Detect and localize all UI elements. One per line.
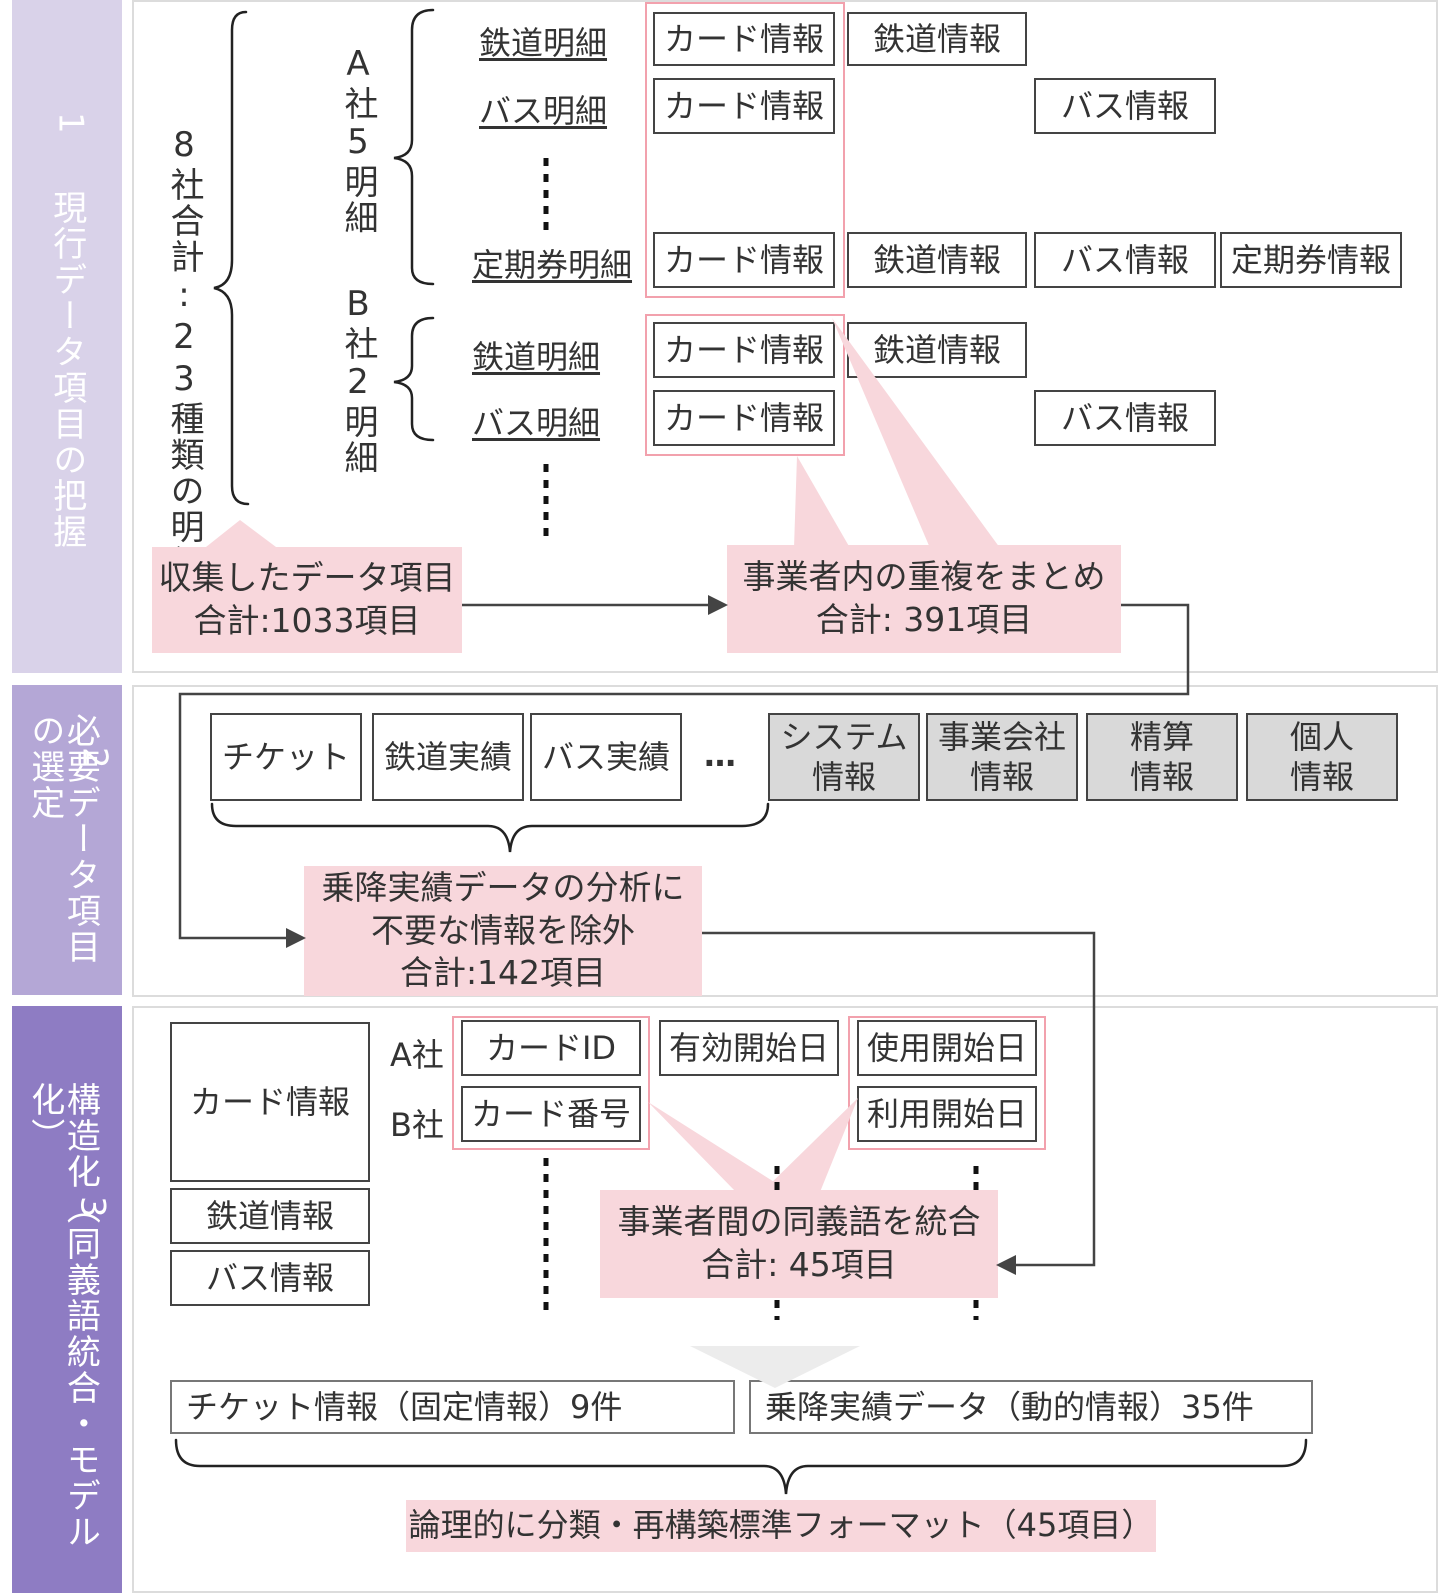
company-b-label-s3: B社 <box>390 1106 444 1144</box>
box-ticket: チケット <box>210 713 362 801</box>
box-card-id: カードID <box>461 1020 641 1076</box>
ticket-info-bar: チケット情報（固定情報）9件 <box>170 1380 735 1434</box>
box-system-info: システム 情報 <box>768 713 920 801</box>
box-card-info: カード情報 <box>653 78 835 134</box>
brace-company-a <box>393 8 435 286</box>
box-company-info: 事業会社 情報 <box>926 713 1078 801</box>
box-card-number: カード番号 <box>461 1086 641 1142</box>
highlight-frame-date <box>848 1016 1046 1150</box>
section-3-title: 構造化（同義語統合・モデル化） <box>24 1082 101 1550</box>
arrow-merged-to-excluded <box>178 603 1190 940</box>
box-bus-record: バス実績 <box>530 713 682 801</box>
ellipsis: … <box>704 736 736 774</box>
section-3-bar: 3 構造化（同義語統合・モデル化） <box>12 1006 122 1593</box>
section-2-number: 2 <box>74 747 115 771</box>
statement-label-a-rail: 鉄道明細 <box>479 24 608 62</box>
box-card-info: カード情報 <box>653 232 835 288</box>
brace-total <box>213 10 250 506</box>
statement-label-b-rail: 鉄道明細 <box>472 338 601 376</box>
arrow-excluded-to-synonym <box>702 931 1096 1267</box>
collected-items-callout: 収集したデータ項目 合計:1033項目 <box>152 547 462 653</box>
box-rail-record: 鉄道実績 <box>372 713 524 801</box>
pointer-synonym-a <box>648 1102 790 1192</box>
section-3-number: 3 <box>72 1196 113 1220</box>
box-rail-info: 鉄道情報 <box>847 232 1027 288</box>
section-1-number: 1 <box>50 112 91 136</box>
section-2-bar: 必要データ項目の選定 2 <box>12 685 122 995</box>
box-card-info: カード情報 <box>653 12 835 66</box>
box-card-info: カード情報 <box>653 322 835 378</box>
arrowhead-3 <box>996 1255 1016 1275</box>
statement-label-a-bus: バス明細 <box>479 92 608 130</box>
box-pass-info: 定期券情報 <box>1220 232 1402 288</box>
box-bus-info: バス情報 <box>1034 78 1216 134</box>
box-personal-info: 個人 情報 <box>1246 713 1398 801</box>
down-arrow-icon <box>690 1346 860 1388</box>
section-1-bar: 1 現行データ項目の把握 <box>12 0 122 673</box>
pointer-merged-b <box>832 318 1000 548</box>
box-settlement-info: 精算 情報 <box>1086 713 1238 801</box>
section-1-title: 現行データ項目の把握 <box>46 190 87 550</box>
brace-company-b <box>393 316 435 442</box>
arrowhead-2 <box>286 928 306 948</box>
box-valid-start: 有効開始日 <box>659 1020 839 1076</box>
box-card-info: カード情報 <box>653 390 835 446</box>
pointer-collected <box>206 520 276 547</box>
total-statements-label: 8社合計:23種類の明細 <box>164 125 204 581</box>
arrowhead-1 <box>708 595 728 615</box>
excluded-items-callout: 乗降実績データの分析に 不要な情報を除外 合計:142項目 <box>304 866 702 996</box>
highlight-frame-card <box>452 1016 650 1150</box>
pointer-synonym-b <box>762 1098 858 1192</box>
brace-section-3 <box>174 1438 1308 1495</box>
final-format-callout: 論理的に分類・再構築標準フォーマット（45項目） <box>406 1500 1156 1552</box>
highlight-frame-a <box>645 2 845 298</box>
section-2-title: 必要データ項目の選定 <box>24 713 101 965</box>
company-a-label: A社5明細 <box>338 44 378 236</box>
box-bus-info: バス情報 <box>1034 232 1216 288</box>
statement-label-b-bus: バス明細 <box>472 404 601 442</box>
box-use-start-2: 利用開始日 <box>857 1086 1037 1142</box>
company-b-label: B社2明細 <box>338 284 378 476</box>
box-rail-info: 鉄道情報 <box>847 12 1027 66</box>
statement-label-a-pass: 定期券明細 <box>472 246 633 284</box>
company-a-label-s3: A社 <box>390 1036 444 1074</box>
synonym-callout: 事業者間の同義語を統合 合計: 45項目 <box>600 1190 998 1298</box>
box-bus-info-model: バス情報 <box>170 1250 370 1306</box>
box-rail-info-model: 鉄道情報 <box>170 1188 370 1244</box>
box-rail-info: 鉄道情報 <box>847 322 1027 378</box>
highlight-frame-b <box>645 314 845 456</box>
merged-items-callout: 事業者内の重複をまとめ 合計: 391項目 <box>727 545 1121 653</box>
box-use-start: 使用開始日 <box>857 1020 1037 1076</box>
box-bus-info: バス情報 <box>1034 390 1216 446</box>
pointer-merged-a <box>794 456 850 548</box>
box-card-info-model: カード情報 <box>170 1022 370 1182</box>
brace-section-2 <box>210 802 770 853</box>
ride-record-bar: 乗降実績データ（動的情報）35件 <box>749 1380 1313 1434</box>
